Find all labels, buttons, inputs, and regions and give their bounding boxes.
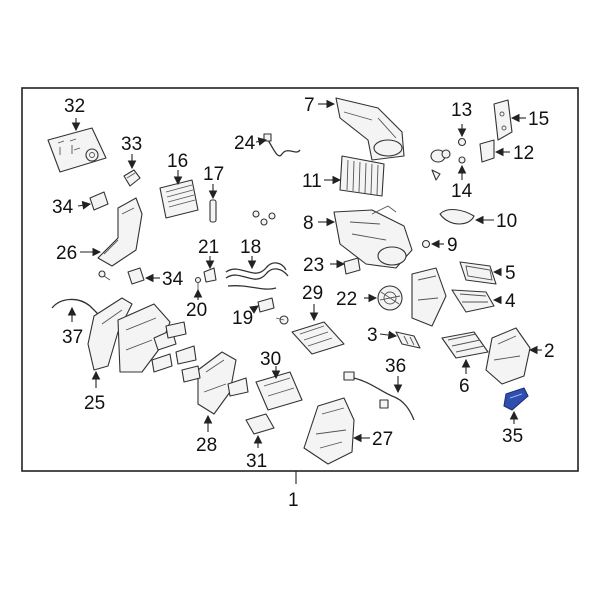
callout-20: 20 (186, 300, 207, 321)
part-valve-body (430, 149, 466, 181)
part-5-gasket (459, 261, 497, 285)
part-32-hardware-kit (47, 127, 107, 173)
callout-29: 29 (302, 283, 323, 304)
part-17-sensor (209, 199, 217, 223)
leader-24 (255, 137, 268, 146)
part-11-evaporator (339, 155, 385, 197)
part-bolt-19 (275, 315, 289, 325)
callout-32: 32 (64, 96, 85, 117)
part-3-connector (395, 331, 421, 349)
part-duct-flaps (175, 345, 249, 397)
part-35-highlighted[interactable] (503, 387, 529, 411)
callout-2: 2 (544, 341, 555, 362)
part-37-seal (51, 298, 101, 317)
callout-28: 28 (196, 435, 217, 456)
part-26-duct (97, 197, 143, 267)
part-10-seal (439, 208, 475, 225)
diagram-frame (21, 87, 579, 472)
part-8-case (333, 205, 413, 269)
part-16-filter (159, 179, 199, 219)
part-7-duct (335, 97, 405, 161)
callout-11: 11 (302, 171, 322, 192)
callout-18: 18 (240, 237, 261, 258)
part-34-bracket-lower (127, 267, 145, 285)
part-22-blower (377, 285, 403, 311)
part-23-actuator (343, 257, 361, 275)
callout-9: 9 (447, 235, 458, 256)
part-33-clip (123, 169, 141, 187)
part-27-lower-case (303, 397, 355, 465)
callout-37: 37 (62, 327, 83, 348)
callout-1: 1 (288, 490, 299, 511)
part-25-duct (87, 297, 187, 373)
part-21-clip (203, 267, 217, 283)
part-15-bracket (493, 99, 513, 141)
callout-19: 19 (232, 308, 253, 329)
part-2-housing (485, 327, 531, 385)
part-13-grommet (457, 137, 467, 147)
callout-5: 5 (505, 263, 516, 284)
callout-30: 30 (260, 349, 281, 370)
callout-23: 23 (303, 255, 324, 276)
callout-35: 35 (502, 426, 523, 447)
part-34-bracket-upper (89, 191, 109, 211)
part-18-pipe (225, 262, 289, 290)
callout-3: 3 (367, 325, 378, 346)
callout-27: 27 (372, 429, 393, 450)
callout-4: 4 (505, 291, 516, 312)
leader-19 (249, 305, 259, 314)
callout-25: 25 (84, 393, 105, 414)
part-31-door (245, 413, 275, 435)
callout-26: 26 (56, 243, 77, 264)
part-6-filter (441, 331, 489, 359)
callout-36: 36 (385, 356, 406, 377)
callout-15: 15 (528, 109, 549, 130)
part-12-sensor (479, 139, 495, 163)
callout-12: 12 (513, 143, 534, 164)
part-19-fitting (257, 297, 275, 313)
part-29-tray (291, 321, 345, 355)
leader-3 (379, 330, 398, 340)
callout-31: 31 (246, 451, 267, 472)
callout-34-lower: 34 (162, 269, 184, 290)
callout-17: 17 (203, 164, 224, 185)
callout-14: 14 (451, 181, 473, 202)
callout-34-upper: 34 (52, 197, 74, 218)
part-bolt-26 (98, 270, 111, 281)
part-blower-housing (411, 267, 447, 327)
callout-21: 21 (198, 237, 219, 258)
part-24-harness (263, 133, 301, 157)
part-36-wire (343, 371, 415, 421)
callout-16: 16 (167, 151, 188, 172)
callout-24: 24 (234, 133, 256, 154)
callout-8: 8 (303, 213, 314, 234)
callout-13: 13 (451, 100, 472, 121)
callout-6: 6 (459, 376, 470, 397)
leader-34a (77, 200, 92, 210)
part-4-duct (451, 289, 495, 313)
callout-7: 7 (304, 95, 315, 116)
callout-10: 10 (496, 211, 517, 232)
callout-22: 22 (336, 289, 357, 310)
callout-33: 33 (121, 134, 142, 155)
part-20-pin (194, 276, 202, 292)
part-9-screw (421, 239, 431, 249)
part-30-door (255, 371, 303, 411)
part-hardware-bolts (252, 210, 276, 226)
